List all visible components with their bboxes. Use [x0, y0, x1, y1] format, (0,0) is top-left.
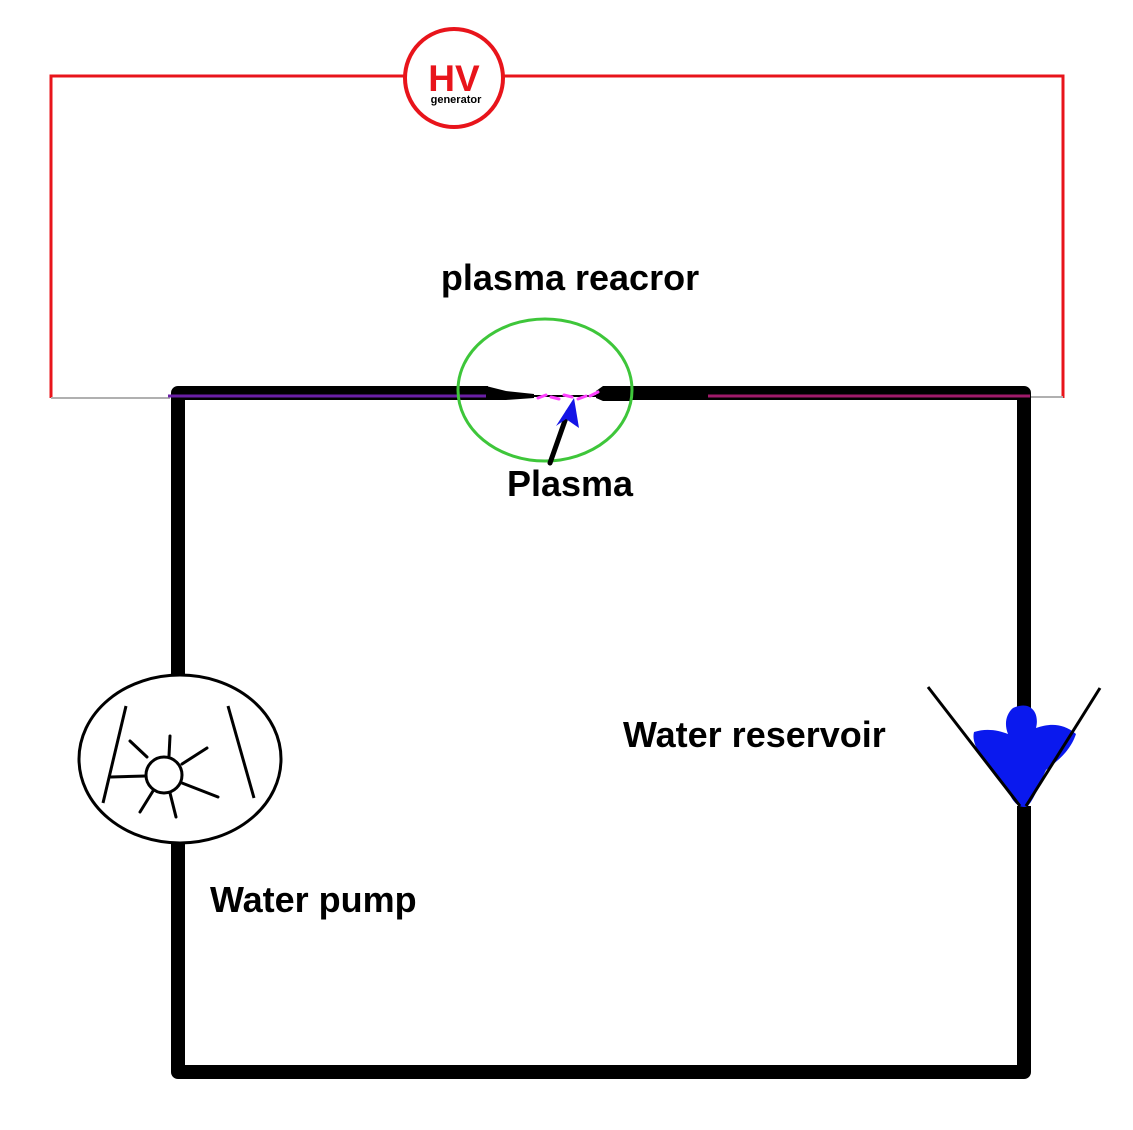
- reactor-label: plasma reacror: [441, 257, 699, 298]
- hv-wire: [49, 74, 405, 398]
- pump-label: Water pump: [210, 879, 417, 920]
- hv-wire: [503, 74, 1065, 398]
- water-pipe: [171, 806, 1031, 1079]
- water-pipe: [605, 386, 1031, 708]
- pump-housing: [77, 673, 283, 845]
- hv-circuit: [49, 74, 1065, 399]
- funnel-icon: [926, 686, 1102, 808]
- reservoir-water: [973, 705, 1076, 808]
- pump-housing-line: [101, 705, 128, 804]
- pump-housing-line: [226, 705, 256, 799]
- water-pipe: [171, 386, 488, 676]
- reactor-circle: [456, 317, 634, 463]
- circle-generator-icon: [403, 27, 505, 129]
- plasma-glow: [536, 390, 600, 401]
- reactor-nozzle: [486, 386, 534, 400]
- plasma-label: Plasma: [507, 463, 634, 504]
- hv-generator: HV generator: [403, 27, 505, 129]
- pump-icon: [77, 673, 283, 845]
- hv-generator-sub-label: generator: [431, 94, 482, 106]
- plasma-arrow-head: [556, 398, 579, 428]
- plasma-reactor: [456, 317, 634, 466]
- reservoir-funnel-wall: [1024, 687, 1102, 807]
- reservoir-funnel-wall: [926, 686, 1022, 807]
- reactor-nozzle: [596, 386, 630, 401]
- hv-generator-main-label: HV: [428, 58, 480, 99]
- plasma-arrow-shaft: [547, 409, 571, 466]
- reservoir-label: Water reservoir: [623, 714, 886, 755]
- pump-impeller-blades: [109, 734, 220, 819]
